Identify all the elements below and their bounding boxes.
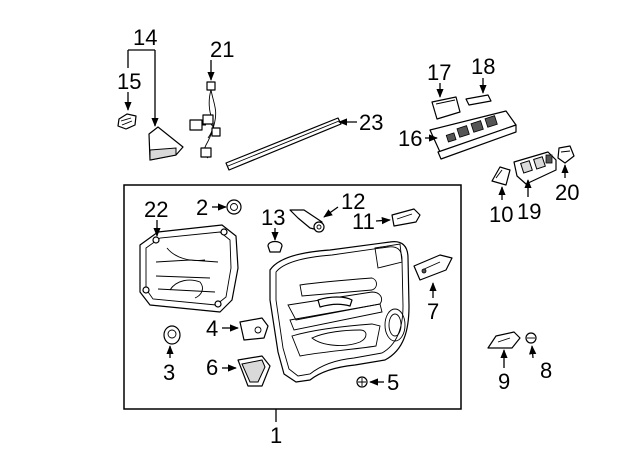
part-2-grommet	[226, 199, 242, 215]
callout-19: 19	[517, 199, 541, 224]
callout-9: 9	[498, 369, 510, 394]
callout-18: 18	[471, 54, 495, 79]
callout-15: 15	[117, 69, 141, 94]
leader-11	[375, 216, 391, 225]
callout-13: 13	[261, 205, 285, 230]
callout-17: 17	[427, 60, 451, 85]
callout-5: 5	[387, 370, 399, 395]
leader-8	[529, 345, 537, 359]
callout-23: 23	[359, 110, 383, 135]
part-3-clip	[163, 325, 181, 345]
part-5-screw	[356, 376, 368, 388]
part-12-bracket	[289, 209, 325, 233]
part-11-handle	[391, 208, 421, 227]
callout-16: 16	[398, 126, 422, 151]
callout-1: 1	[270, 423, 282, 448]
part-13-plug	[267, 240, 283, 253]
part-7-handle-bezel	[413, 254, 453, 281]
callout-22: 22	[144, 197, 168, 222]
callout-10: 10	[489, 202, 513, 227]
callout-8: 8	[540, 358, 552, 383]
callout-4: 4	[206, 316, 218, 341]
part-16-switch-bezel	[429, 110, 517, 160]
part-19-switch-block	[513, 151, 557, 185]
door-trim-panel	[269, 241, 410, 383]
assembly-box	[123, 184, 462, 410]
part-21-wiring-harness	[189, 81, 221, 159]
part-22-inner-panel	[139, 224, 239, 313]
callout-20: 20	[555, 180, 579, 205]
callout-12: 12	[341, 189, 365, 214]
part-8-screw	[525, 332, 537, 344]
part-17-switch-cap	[431, 96, 461, 120]
part-23-belt-molding	[225, 117, 342, 171]
callout-11: 11	[352, 209, 375, 234]
callout-14: 14	[133, 25, 157, 50]
part-18-label	[465, 94, 492, 106]
part-14-mirror-cover	[148, 126, 184, 161]
part-10-switch	[491, 166, 511, 186]
callout-7: 7	[427, 299, 439, 324]
callout-6: 6	[206, 355, 218, 380]
callout-2: 2	[196, 195, 208, 220]
part-15-clip	[117, 113, 137, 130]
part-9-bracket	[487, 331, 521, 349]
part-6-bezel	[237, 355, 271, 387]
part-4-bracket	[239, 317, 269, 341]
leader-12	[323, 206, 339, 218]
callout-21: 21	[210, 37, 234, 62]
callout-3: 3	[163, 360, 175, 385]
part-20-switch	[557, 145, 575, 164]
